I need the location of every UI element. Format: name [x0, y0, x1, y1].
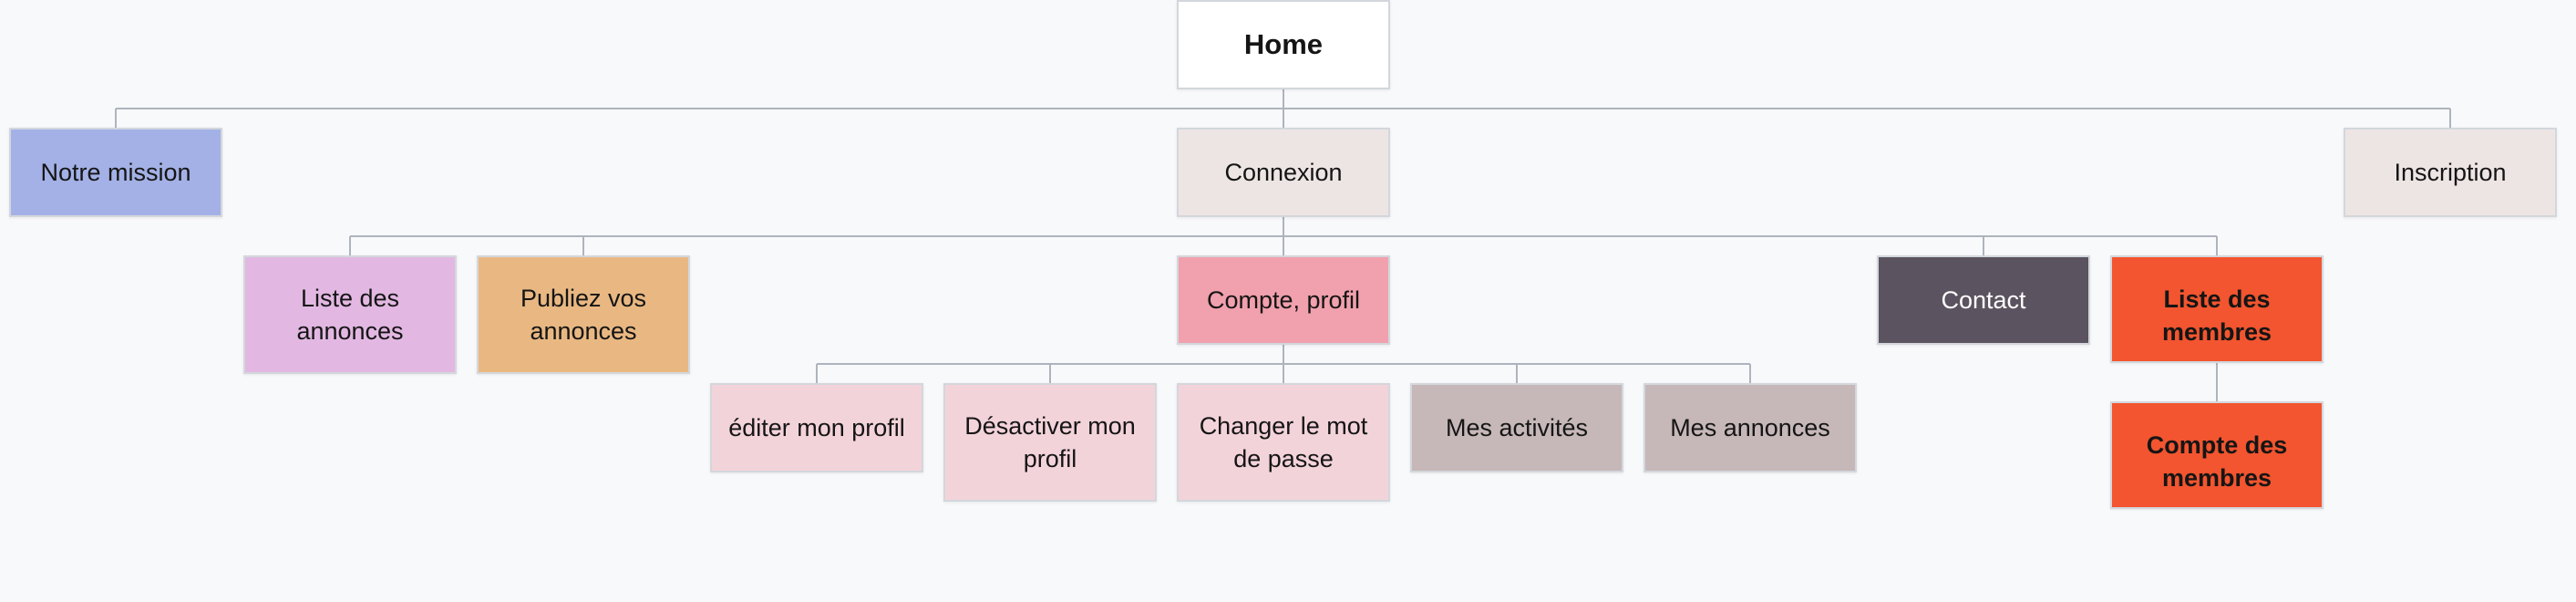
node-label: Changer le mot de passe [1199, 411, 1368, 472]
node-notre-mission[interactable]: Notre mission [9, 128, 222, 217]
node-label: Connexion [1224, 158, 1343, 186]
node-mes-activites[interactable]: Mes activités [1410, 383, 1623, 472]
node-label: Désactiver mon profil [964, 411, 1136, 472]
node-label: Compte des membres [2146, 431, 2288, 493]
node-home[interactable]: Home [1177, 0, 1390, 89]
node-liste-des-membres[interactable]: Liste des membres [2110, 255, 2324, 363]
node-label: Compte, profil [1206, 285, 1361, 314]
node-publiez-vos-annonces[interactable]: Publiez vos annonces [477, 255, 690, 374]
node-liste-des-annonces[interactable]: Liste des annonces [243, 255, 457, 374]
node-editer-mon-profil[interactable]: éditer mon profil [710, 383, 923, 472]
node-label: Contact [1941, 285, 2026, 314]
node-label: éditer mon profil [728, 413, 905, 441]
node-compte-des-membres[interactable]: Compte des membres [2110, 401, 2324, 509]
node-contact[interactable]: Contact [1877, 255, 2090, 345]
node-mes-annonces[interactable]: Mes annonces [1643, 383, 1857, 472]
node-changer-le-mot-de-passe[interactable]: Changer le mot de passe [1177, 383, 1390, 502]
node-label: Liste des membres [2161, 285, 2272, 347]
node-label: Notre mission [40, 158, 191, 186]
node-inscription[interactable]: Inscription [2344, 128, 2557, 217]
node-label: Publiez vos annonces [520, 284, 647, 345]
node-label: Mes annonces [1670, 413, 1830, 441]
node-label: Mes activités [1445, 413, 1589, 441]
node-label: Home [1243, 28, 1324, 61]
node-desactiver-mon-profil[interactable]: Désactiver mon profil [943, 383, 1157, 502]
node-label: Inscription [2394, 158, 2507, 186]
node-label: Liste des annonces [296, 284, 404, 345]
node-compte-profil[interactable]: Compte, profil [1177, 255, 1390, 345]
node-connexion[interactable]: Connexion [1177, 128, 1390, 217]
